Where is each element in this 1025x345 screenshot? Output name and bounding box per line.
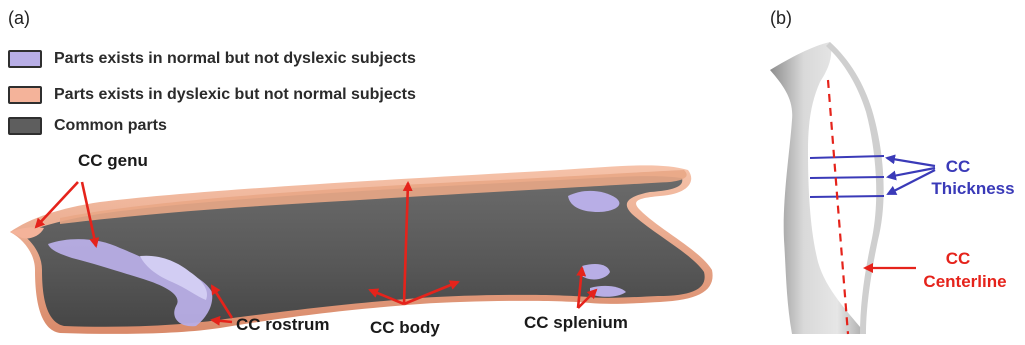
- thickness-line-3: [810, 196, 884, 197]
- cc-segment-right-edge: [826, 42, 884, 334]
- thickness-line-1: [810, 156, 884, 158]
- label-cc-rostrum: CC rostrum: [236, 315, 330, 334]
- label-cc-thickness-1: CC: [946, 157, 971, 176]
- label-cc-thickness-2: Thickness: [931, 179, 1014, 198]
- label-cc-genu: CC genu: [78, 151, 148, 170]
- label-cc-centerline-1: CC: [946, 249, 971, 268]
- cc-segment-shape: [770, 42, 866, 334]
- label-cc-centerline-2: Centerline: [923, 272, 1006, 291]
- cc-model-a: [10, 165, 713, 334]
- label-cc-body: CC body: [370, 318, 440, 337]
- label-cc-splenium: CC splenium: [524, 313, 628, 332]
- cc-model-b: [770, 42, 884, 334]
- thickness-line-2: [810, 177, 884, 178]
- thickness-arrow-1: [887, 158, 935, 166]
- thickness-lines: [810, 156, 884, 197]
- thickness-arrows: [887, 158, 935, 194]
